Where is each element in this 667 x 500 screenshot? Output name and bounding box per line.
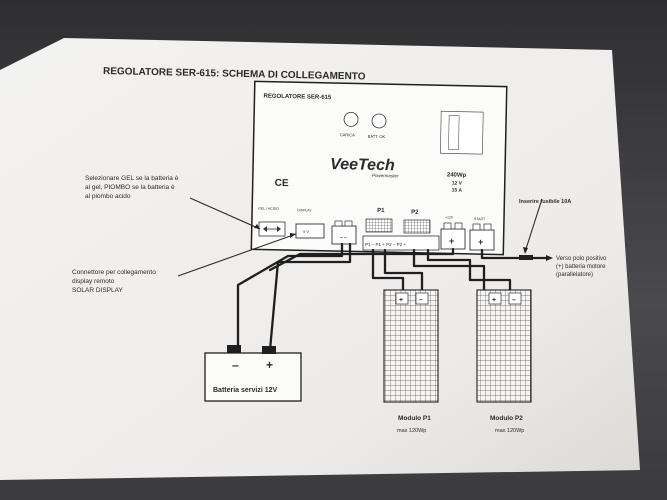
svg-text:–: – [419, 297, 423, 304]
gel-port-label: GEL / ACIDO [258, 206, 279, 210]
p2-group-label: P2 [411, 210, 419, 216]
motor-note-line-1: Verso polo positivo [556, 256, 607, 262]
svg-text:P1 – P1 + P2 – P2 +: P1 – P1 + P2 – P2 + [365, 242, 406, 247]
term-12v-label: +12V [445, 215, 454, 219]
charge-led-label: CARICA [340, 132, 356, 137]
battery-minus: – [232, 358, 239, 372]
page-title: REGOLATORE SER-615: SCHEMA DI COLLEGAMEN… [103, 66, 366, 82]
regulator-label: REGOLATORE SER-615 [263, 94, 332, 101]
svg-text:– –: – – [340, 235, 347, 241]
svg-text:+: + [449, 236, 454, 246]
module-p1-max: max 120Wp [397, 428, 426, 434]
module-p2-max: max 120Wp [495, 428, 524, 434]
rating-voltage: 12 V [452, 181, 463, 187]
solar-module-p2: + – Modulo P2 max 120Wp [476, 289, 532, 434]
battery-terminal-block: – – [331, 220, 357, 245]
service-battery: – + Batteria servizi 12V [204, 345, 302, 402]
regulator-box: REGOLATORE SER-615 CARICA BATT. OK VeeTe… [250, 80, 508, 256]
battery-label: Batteria servizi 12V [213, 387, 278, 394]
svg-text:+: + [478, 237, 483, 247]
batt-ok-led-label: BATT. OK [368, 134, 386, 139]
module-p2-name: Modulo P2 [490, 415, 523, 422]
gel-note-line-3: al piombo acido [85, 193, 131, 200]
display-note-line-2: display remoto [72, 278, 115, 285]
svg-text:Verso polo positivo (+): Verso polo positivo (+) batteria motore … [556, 256, 608, 278]
charge-led [343, 111, 359, 127]
veetech-logo: VeeTech [330, 156, 395, 174]
p2-hatch [403, 219, 431, 234]
gel-note-line-1: Selezionare GEL se la batteria è [85, 175, 179, 182]
fuse [519, 255, 533, 260]
display-note-line-3: SOLAR DISPLAY [72, 287, 123, 294]
svg-text:Selezionare GEL se la batteria: Selezionare GEL se la batteria è al gel,… [85, 175, 180, 200]
battery-plus: + [266, 358, 273, 372]
gel-note-line-2: al gel, PIOMBO se la batteria è [85, 184, 175, 191]
rating-power: 240Wp [447, 172, 467, 178]
svg-text:Connettore per collegamento: Connettore per collegamento display remo… [72, 269, 158, 294]
fuse-note: Inserire fusibile 10A [519, 199, 571, 205]
ce-mark: CE [275, 178, 289, 189]
rating-current: 15 A [452, 188, 463, 194]
gel-switch [258, 221, 286, 237]
regulator-fuse-slot [448, 115, 460, 150]
p1-hatch [365, 218, 393, 233]
regulator-side-panel [440, 110, 484, 155]
p1-group-label: P1 [377, 208, 385, 214]
motor-note-line-3: (parallelatore) [556, 272, 593, 278]
terminal-12v: + [440, 222, 466, 250]
motor-note-line-2: (+) batteria motore [556, 264, 606, 270]
terminal-start: + [469, 223, 495, 251]
svg-text:+: + [492, 297, 496, 304]
svg-text:+: + [399, 297, 403, 304]
display-port-label: DISPLAY [297, 208, 312, 212]
term-start-label: START [474, 217, 486, 221]
svg-text:–: – [512, 297, 516, 304]
gel-note: Selezionare GEL se la batteria è al gel,… [85, 175, 261, 230]
batt-ok-led [371, 113, 387, 129]
display-note: Connettore per collegamento display remo… [72, 233, 297, 294]
motor-note: Verso polo positivo (+) batteria motore … [556, 256, 608, 278]
veetech-sub: Powermaster [372, 173, 399, 179]
display-connector-tag: 9 V [303, 229, 309, 234]
p-terminal-block: P1 – P1 + P2 – P2 + [362, 235, 440, 251]
module-p1-name: Modulo P1 [398, 415, 431, 422]
display-note-line-1: Connettore per collegamento [72, 269, 156, 276]
display-connector: 9 V [295, 223, 325, 239]
solar-module-p1: + – Modulo P1 max 120Wp [383, 289, 439, 434]
